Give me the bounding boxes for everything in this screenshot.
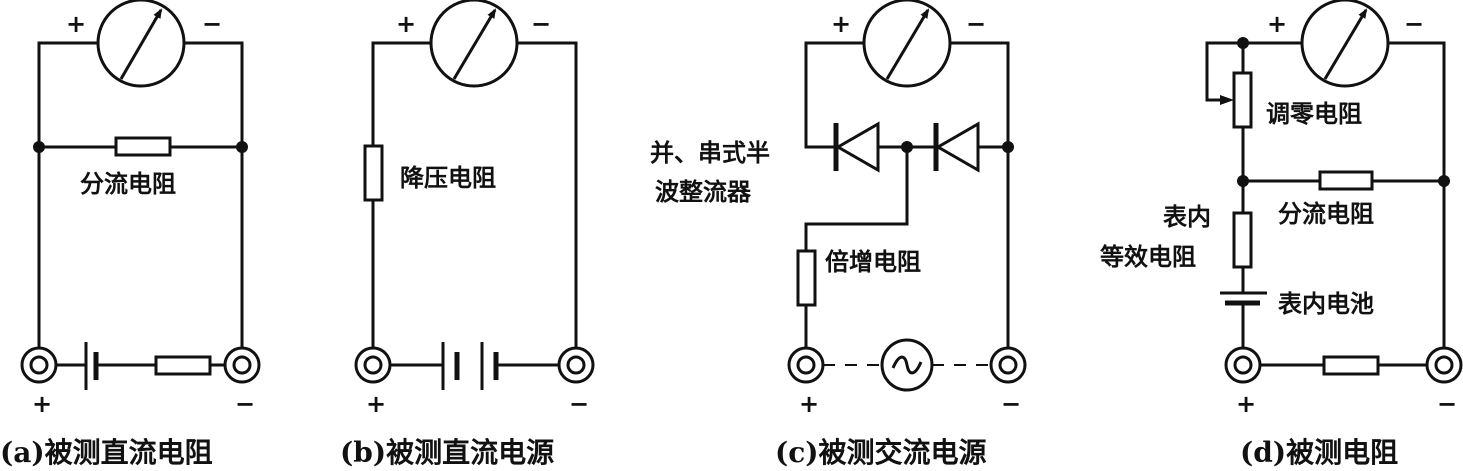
battery-icon — [84, 342, 99, 390]
meter-minus-sign: − — [202, 10, 222, 38]
dropping-resistor-label: 降压电阻 — [400, 163, 496, 192]
rectifier-label-line2: 波整流器 — [655, 177, 752, 206]
battery-icon — [441, 342, 499, 390]
panel-a: + − 分流电阻 + − (a)被测直流电阻 — [0, 0, 261, 469]
internal-label-line2: 等效电阻 — [1100, 242, 1196, 271]
terminal-plus[interactable] — [787, 346, 825, 384]
terminal-plus-sign: + — [32, 390, 52, 418]
shunt-resistor-label: 分流电阻 — [80, 169, 176, 198]
diode-2-icon — [933, 121, 980, 173]
meter-minus-sign: − — [966, 10, 986, 38]
dropping-resistor — [363, 144, 384, 202]
terminal-plus-sign: + — [366, 390, 386, 418]
shunt-label: 分流电阻 — [1278, 199, 1374, 228]
meter-icon — [429, 0, 519, 88]
meter-plus-sign: + — [396, 10, 416, 38]
meter-minus-sign: − — [1404, 10, 1424, 38]
zero-adjust-resistor[interactable] — [1232, 71, 1253, 129]
terminal-minus[interactable] — [1425, 346, 1463, 384]
meter-icon — [1300, 0, 1390, 88]
battery-label: 表内电池 — [1278, 289, 1374, 318]
meter-plus-sign: + — [1267, 10, 1287, 38]
caption-c: (c)被测交流电源 — [775, 436, 987, 469]
meter-icon — [96, 0, 186, 88]
shunt-resistor — [1318, 170, 1374, 191]
panel-b: + − 降压电阻 + − (b)被测直流电源 — [340, 0, 595, 469]
panel-d: + − 调零电阻 分流电阻 表内 等效电阻 表内电池 — [1100, 0, 1463, 469]
terminal-minus-sign: − — [1001, 390, 1021, 418]
internal-label-line1: 表内 — [1163, 202, 1211, 231]
ac-source-icon — [880, 338, 934, 392]
terminal-minus-sign: − — [1437, 390, 1457, 418]
caption-b: (b)被测直流电源 — [340, 436, 554, 469]
meter-minus-sign: − — [531, 10, 551, 38]
caption-d: (d)被测电阻 — [1240, 436, 1398, 469]
multiplier-resistor-label: 倍增电阻 — [825, 247, 921, 276]
terminal-minus[interactable] — [989, 346, 1027, 384]
terminal-plus-sign: + — [799, 390, 819, 418]
shunt-resistor — [114, 136, 172, 157]
zero-adjust-label: 调零电阻 — [1266, 99, 1362, 128]
panel-c: + − 并、串式半 波整流器 倍增电阻 — [650, 0, 1027, 469]
terminal-plus[interactable] — [354, 346, 392, 384]
terminal-plus[interactable] — [20, 346, 58, 384]
terminal-minus[interactable] — [557, 346, 595, 384]
terminal-plus[interactable] — [1224, 346, 1262, 384]
internal-equivalent-resistor — [1232, 211, 1253, 269]
terminal-minus-sign: − — [235, 390, 255, 418]
internal-battery-icon — [1220, 291, 1267, 306]
measured-resistor — [1322, 355, 1380, 376]
meter-plus-sign: + — [831, 10, 851, 38]
multiplier-resistor — [796, 249, 817, 307]
diode-1-icon — [833, 121, 880, 173]
terminal-minus-sign: − — [569, 390, 589, 418]
caption-a: (a)被测直流电阻 — [0, 436, 213, 469]
meter-icon — [862, 0, 952, 88]
rectifier-label-line1: 并、串式半 — [650, 138, 770, 167]
measured-resistor — [154, 355, 212, 376]
terminal-minus[interactable] — [223, 346, 261, 384]
meter-plus-sign: + — [66, 10, 86, 38]
terminal-plus-sign: + — [1236, 390, 1256, 418]
